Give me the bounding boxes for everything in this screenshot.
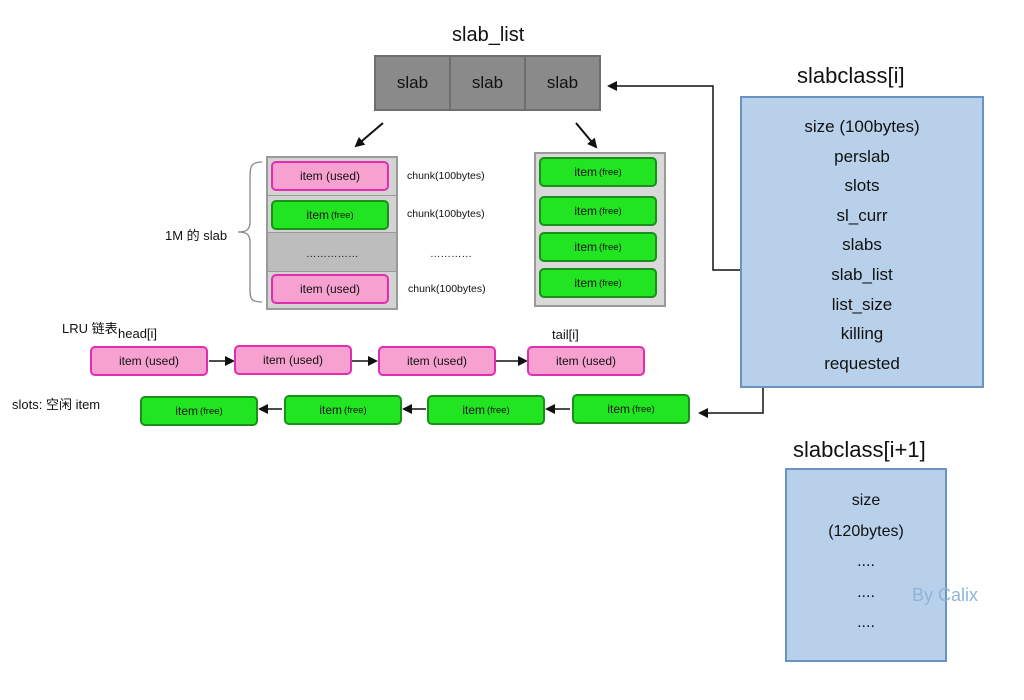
chunk-size-label: chunk(100bytes)	[408, 283, 486, 295]
item-label: item	[574, 165, 597, 179]
item-state: (free)	[598, 166, 622, 178]
slab-size-label: 1M 的 slab	[165, 228, 228, 243]
item-state: (free)	[343, 404, 367, 416]
slots-item: item(free)	[284, 395, 402, 425]
field-ellipsis: ....	[857, 583, 875, 601]
field-size: size	[851, 492, 881, 509]
field-size: size (100bytes)	[804, 117, 920, 136]
slabclass-i-title: slabclass[i]	[797, 63, 905, 88]
lru-item: item (used)	[378, 346, 496, 376]
item-label: item	[175, 404, 198, 418]
field-killing: killing	[840, 324, 884, 344]
slabclass-i-box: size (100bytes) perslab slots sl_curr sl…	[740, 96, 984, 388]
slab-slot	[268, 233, 396, 272]
field-ellipsis: ....	[857, 614, 875, 631]
lru-label: LRU 链表	[62, 321, 118, 336]
item-label: item (used)	[299, 169, 361, 183]
item-state: (free)	[631, 403, 655, 415]
item-state: (free)	[598, 205, 622, 217]
slab-list-title: slab_list	[452, 24, 525, 46]
field-requested: requested	[824, 353, 900, 373]
slab-cell: slab	[546, 73, 579, 92]
lru-head-label: head[i]	[118, 326, 158, 341]
item-label: item	[319, 403, 342, 417]
slots-item: item(free)	[140, 396, 258, 426]
slots-item: item(free)	[427, 395, 545, 425]
item-label: item	[306, 208, 329, 222]
lru-item: item (used)	[527, 346, 645, 376]
slabclass-i1-box: size (120bytes) .... .... ....	[785, 468, 947, 662]
slabclass-i1-title: slabclass[i+1]	[793, 437, 926, 462]
item-state: (free)	[598, 241, 622, 253]
chunk-item-free: item(free)	[539, 268, 657, 298]
field-list-size: list_size	[831, 294, 893, 314]
chunk-size-label: chunk(100bytes)	[407, 170, 485, 182]
lru-tail-label: tail[i]	[552, 327, 579, 342]
lru-item: item (used)	[90, 346, 208, 376]
field-sl-curr: sl_curr	[836, 205, 888, 225]
item-label: item	[574, 204, 597, 218]
brace-1m-slab	[237, 161, 263, 303]
slots-item: item(free)	[572, 394, 690, 424]
field-size-value: (120bytes)	[828, 522, 904, 540]
chunk-item-used: item (used)	[271, 161, 389, 191]
slab-cell: slab	[451, 57, 526, 109]
empty-chunk-dots: ……………	[306, 248, 359, 260]
slots-label: slots: 空闲 item	[12, 397, 101, 412]
item-label: item	[607, 402, 630, 416]
item-label: item	[462, 403, 485, 417]
item-state: (free)	[598, 277, 622, 289]
chunk-size-label: chunk(100bytes)	[407, 208, 485, 220]
chunk-item-used: item (used)	[271, 274, 389, 304]
field-perslab: perslab	[834, 146, 890, 166]
chunk-item-free: item(free)	[539, 196, 657, 226]
item-state: (free)	[330, 209, 354, 221]
chunk-item-free: item(free)	[539, 157, 657, 187]
slab-cell: slab	[376, 57, 451, 109]
arrow-to-right-slab	[575, 122, 598, 149]
field-ellipsis: ....	[857, 553, 875, 570]
item-label: item	[574, 240, 597, 254]
chunk-item-free: item(free)	[271, 200, 389, 230]
author-watermark: By Calix	[912, 585, 979, 605]
field-slots: slots	[844, 176, 880, 196]
chunk-size-dots: …………	[430, 248, 472, 260]
field-slabs: slabs	[842, 235, 882, 255]
lru-item: item (used)	[234, 345, 352, 375]
slab-list-box: slab slab slab	[374, 55, 601, 111]
item-state: (free)	[486, 404, 510, 416]
field-slab-list: slab_list	[831, 264, 893, 284]
arrow-to-left-slab	[354, 122, 384, 148]
item-state: (free)	[199, 405, 223, 417]
item-label: item	[574, 276, 597, 290]
item-label: item (used)	[299, 282, 361, 296]
chunk-item-free: item(free)	[539, 232, 657, 262]
